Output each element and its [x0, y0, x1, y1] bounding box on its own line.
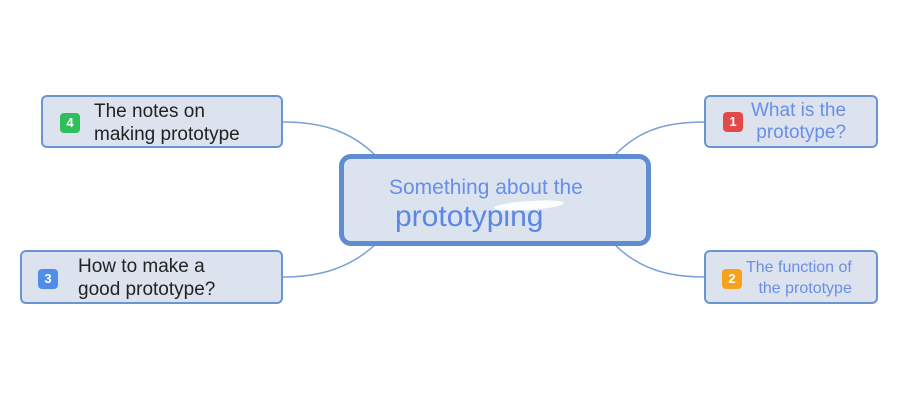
priority-badge-2: 2	[722, 269, 742, 289]
priority-badge-4: 4	[60, 113, 80, 133]
priority-badge-1: 1	[723, 112, 743, 132]
priority-badge-3: 3	[38, 269, 58, 289]
subtopic-4-text: The notes on making prototype	[94, 100, 240, 146]
subtopic-1-text: What is the prototype?	[751, 100, 846, 144]
subtopic-2-line1: The function of	[746, 259, 852, 276]
subtopic-2[interactable]: 2 The function of the prototype	[704, 250, 878, 304]
subtopic-1[interactable]: 1 What is the prototype?	[704, 95, 878, 148]
subtopic-4-line1: The notes on	[94, 101, 205, 122]
subtopic-2-text: The function of the prototype	[746, 257, 852, 299]
subtopic-3-text: How to make a good prototype?	[78, 255, 215, 301]
central-topic-line1: Something about the	[389, 176, 583, 199]
subtopic-3-line2: good prototype?	[78, 279, 216, 300]
connector-topic-1	[613, 121, 706, 157]
subtopic-1-line2: prototype?	[756, 122, 847, 143]
connector-topic-3	[282, 243, 377, 278]
subtopic-2-line2: the prototype	[758, 280, 852, 297]
connector-topic-2	[613, 243, 706, 278]
subtopic-3-line1: How to make a	[78, 256, 205, 277]
subtopic-4-line2: making prototype	[94, 124, 240, 145]
connector-topic-4	[282, 121, 377, 157]
subtopic-1-line1: What is the	[751, 100, 847, 121]
central-topic[interactable]: Something about the prototyping	[339, 154, 651, 246]
subtopic-4[interactable]: 4 The notes on making prototype	[41, 95, 283, 148]
subtopic-3[interactable]: 3 How to make a good prototype?	[20, 250, 283, 304]
